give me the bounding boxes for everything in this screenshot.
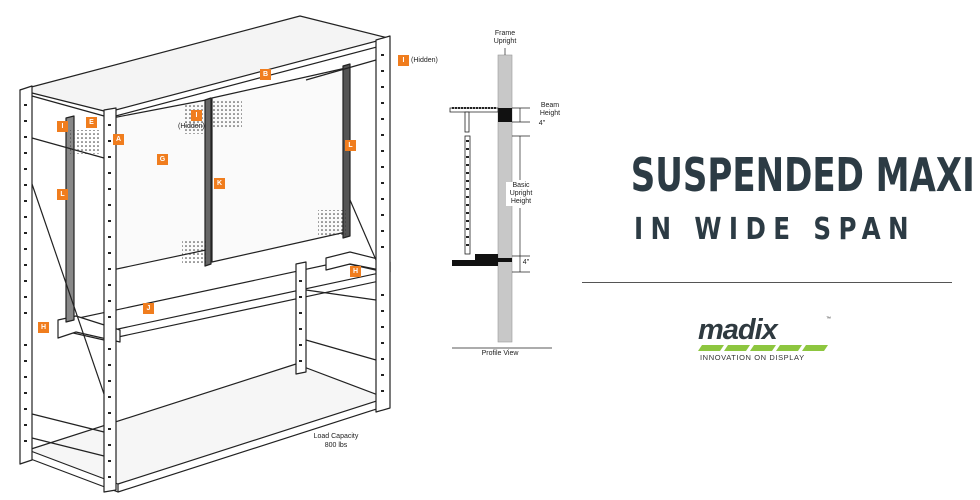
callout-I-mid: I — [191, 110, 202, 121]
callout-E: E — [86, 117, 97, 128]
callout-K: K — [214, 178, 225, 189]
upright-holes-rear-left — [24, 104, 27, 442]
hidden-note-mid: (Hidden) — [178, 123, 205, 130]
load-capacity-label: Load Capacity 800 lbs — [304, 432, 368, 450]
front-right-upright — [375, 35, 391, 413]
madix-logo: madix ™ INNOVATION ON DISPLAY — [698, 314, 848, 364]
callout-I-top: I — [398, 55, 409, 66]
suspended-upright-holes — [464, 135, 471, 255]
upright-holes-front-right — [381, 54, 384, 392]
profile-view-caption: Profile View — [481, 350, 519, 357]
load-capacity-title: Load Capacity — [313, 433, 359, 440]
beam-height-value: 4" — [538, 120, 546, 127]
base-bracket — [452, 260, 498, 266]
logo-wordmark: madix — [698, 314, 778, 346]
load-capacity-value: 800 lbs — [324, 442, 348, 449]
hidden-note-top: (Hidden) — [411, 57, 438, 64]
logo-stripes-icon — [698, 345, 828, 351]
callout-H-right: H — [350, 266, 361, 277]
callout-B: B — [260, 69, 271, 80]
beam-height-label: Beam Height — [539, 102, 561, 117]
callout-H-left: H — [38, 322, 49, 333]
title-line-1: SUSPENDED MAXI — [630, 148, 975, 202]
callout-G: G — [157, 154, 168, 165]
upright-holes-front-left — [108, 124, 111, 478]
callout-L-right: L — [345, 140, 356, 151]
logo-tagline: INNOVATION ON DISPLAY — [700, 353, 805, 362]
basic-upright-label: Basic Upright Height — [506, 182, 536, 206]
callout-I-left: I — [57, 121, 68, 132]
beam-block — [498, 108, 512, 122]
callout-A: A — [113, 134, 124, 145]
bottom-value: 4" — [522, 259, 530, 266]
center-divider — [204, 97, 212, 267]
callout-J: J — [143, 303, 154, 314]
logo-trademark: ™ — [826, 316, 831, 322]
upright-holes-rear-right — [299, 280, 302, 362]
divider-rule — [582, 282, 952, 283]
callout-L-left: L — [57, 189, 68, 200]
frame-upright-label: Frame Upright — [493, 30, 517, 45]
bottom-deck — [27, 363, 387, 485]
title-line-2: IN WIDE SPAN — [633, 212, 917, 247]
profile-view — [449, 48, 552, 349]
